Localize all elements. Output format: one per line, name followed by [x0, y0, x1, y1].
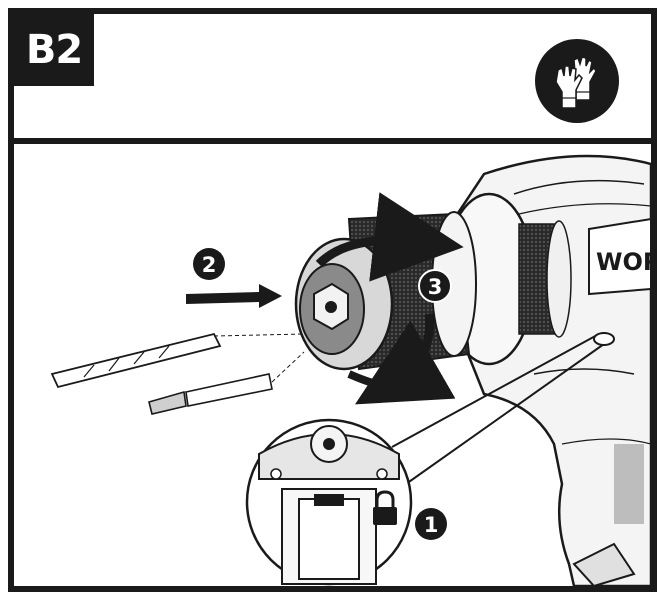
lock-detail-inset — [245, 418, 413, 586]
guide-lines — [213, 333, 305, 383]
instruction-panel: B2 — [8, 8, 657, 592]
step-badge-1-label: 1 — [424, 513, 439, 537]
step-badge-2-label: 2 — [202, 253, 217, 277]
panel-header: B2 — [14, 14, 651, 144]
step-badge-2: 2 — [193, 248, 225, 280]
chuck-nose — [294, 237, 394, 371]
drill-bit — [50, 332, 222, 389]
drill-brand-label: WOR — [596, 248, 651, 276]
callout-lines — [391, 332, 615, 485]
padlock-icon — [373, 490, 397, 525]
screwdriver-bit — [148, 373, 273, 415]
drill-illustration: WOR — [50, 154, 651, 586]
step-label: B2 — [14, 14, 94, 86]
rotation-arrows — [315, 192, 464, 405]
step-badge-3-label: 3 — [428, 275, 443, 299]
step-badge-1: 1 — [415, 508, 447, 540]
brand-plate: WOR — [588, 217, 651, 296]
step-badge-3: 3 — [418, 269, 452, 303]
gloves-icon — [535, 39, 619, 123]
insert-arrow — [186, 284, 282, 308]
